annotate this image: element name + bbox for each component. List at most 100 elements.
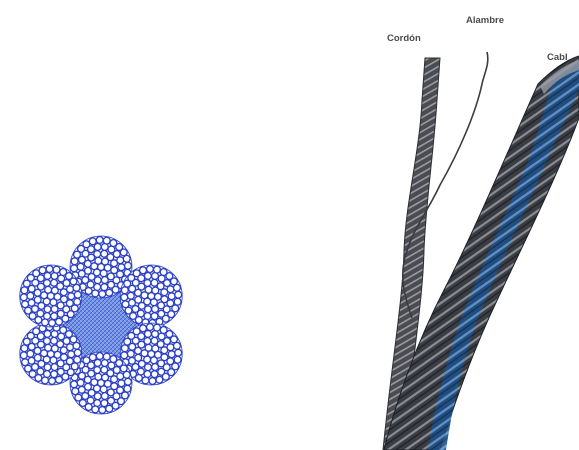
wire (123, 255, 130, 262)
wire (73, 342, 80, 349)
wire (144, 338, 151, 345)
wire (121, 287, 128, 294)
wire (103, 353, 110, 360)
cable-blue-strand (428, 62, 579, 450)
wire (140, 267, 147, 274)
wire (44, 272, 51, 279)
wire (94, 251, 101, 258)
wire (27, 350, 34, 357)
wire (127, 350, 134, 357)
wire (78, 386, 85, 393)
wire (42, 377, 49, 384)
wire (123, 371, 130, 378)
wire (94, 359, 101, 366)
wire (21, 287, 28, 294)
wire (168, 351, 175, 358)
wire (100, 386, 107, 393)
wire (174, 284, 181, 291)
wire (68, 293, 75, 300)
wire (71, 381, 78, 388)
wire (140, 325, 147, 332)
wire (51, 313, 58, 320)
wire (129, 299, 136, 306)
wire (106, 405, 113, 412)
wire (152, 364, 159, 371)
wire (45, 286, 52, 293)
wire (154, 324, 161, 331)
wire (167, 286, 174, 293)
wire (51, 306, 58, 313)
wire (68, 351, 75, 358)
wire (118, 380, 125, 387)
wire (49, 320, 56, 327)
wire (100, 270, 107, 277)
wire (151, 299, 158, 306)
wire (96, 353, 103, 360)
wire (28, 299, 35, 306)
wire (151, 371, 158, 378)
label-alambre: Alambre (466, 15, 504, 26)
wire (147, 266, 154, 273)
label-cable: Cabl (547, 52, 568, 63)
wire (74, 298, 81, 305)
wire (145, 344, 152, 351)
wire (44, 330, 51, 337)
wire (78, 270, 85, 277)
wire (142, 377, 149, 384)
wire (49, 378, 56, 385)
wire (73, 284, 80, 291)
wire (152, 306, 159, 313)
wire (124, 385, 131, 392)
rope-illustration (383, 52, 579, 450)
wire (44, 280, 51, 287)
wire (71, 265, 78, 272)
wire (121, 345, 128, 352)
wire (46, 266, 53, 273)
strand-5 (20, 323, 82, 385)
wire (125, 262, 132, 269)
wire (145, 330, 152, 337)
wire (27, 292, 34, 299)
wire (99, 407, 106, 414)
wire (96, 237, 103, 244)
wire (127, 292, 134, 299)
wire (117, 373, 124, 380)
strand-2 (120, 265, 182, 327)
wire (28, 357, 35, 364)
strand-6 (20, 265, 82, 327)
wire (154, 266, 161, 273)
wire (50, 299, 57, 306)
wire (95, 373, 102, 380)
wire (151, 357, 158, 364)
wire (101, 400, 108, 407)
wire (72, 388, 79, 395)
wire (51, 371, 58, 378)
wire (67, 286, 74, 293)
wire (94, 243, 101, 250)
wire (174, 298, 181, 305)
wire (175, 349, 182, 356)
wire (92, 406, 99, 413)
wire (147, 324, 154, 331)
wire (77, 263, 84, 270)
wire (74, 349, 81, 356)
wire (117, 257, 124, 264)
wire (121, 294, 128, 301)
wire (99, 291, 106, 298)
label-cordon: Cordón (387, 33, 421, 44)
wire (144, 280, 151, 287)
wire (125, 378, 132, 385)
wire (101, 277, 108, 284)
wire (44, 338, 51, 345)
wire (42, 319, 49, 326)
wire (145, 286, 152, 293)
wire (51, 364, 58, 371)
wire (151, 313, 158, 320)
wire (53, 266, 60, 273)
wire (89, 354, 96, 361)
wire (174, 356, 181, 363)
wire (74, 291, 81, 298)
wire (174, 342, 181, 349)
